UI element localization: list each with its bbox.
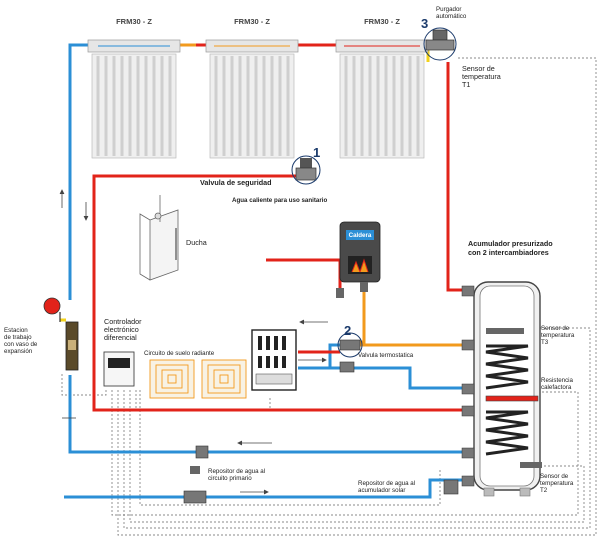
upper-coil xyxy=(485,344,529,390)
panel-label-1: FRM30 - Z xyxy=(116,17,152,26)
underfloor-heating-left xyxy=(149,359,195,399)
solar-panel-2 xyxy=(205,39,299,159)
caldera-label: Caldera xyxy=(349,232,372,239)
boiler-valve-left xyxy=(336,288,344,298)
marker-3: 3 xyxy=(421,16,428,31)
air-vent-valve xyxy=(423,27,457,61)
valvula-seguridad-label: Valvula de seguridad xyxy=(200,178,272,187)
circuito-suelo-label: Circuito de suelo radiante xyxy=(144,350,215,357)
panel-label-3: FRM30 - Z xyxy=(364,17,400,26)
marker-1: 1 xyxy=(313,145,320,160)
ducha-label: Ducha xyxy=(186,238,207,247)
safety-valve xyxy=(291,155,321,185)
thermostatic-valve xyxy=(337,332,363,373)
boiler-valve-right xyxy=(360,282,368,292)
shower-icon xyxy=(139,195,179,281)
control-wires xyxy=(61,57,597,536)
tank-ports xyxy=(461,285,475,487)
agua-caliente-label: Agua caliente para uso sanitario xyxy=(232,197,327,204)
lower-coil xyxy=(485,410,529,456)
valvula-termostatica-label: Valvula termostatica xyxy=(358,352,414,359)
solar-panel-3 xyxy=(335,39,429,159)
manifold-radiator xyxy=(251,329,297,391)
heating-resistor xyxy=(485,395,539,402)
panel-label-2: FRM30 - Z xyxy=(234,17,270,26)
electronic-controller xyxy=(103,351,135,387)
repositor-solar-valve xyxy=(183,479,459,504)
expansion-station xyxy=(43,297,79,371)
accumulator-tank xyxy=(473,281,542,497)
underfloor-heating-right xyxy=(201,359,247,399)
hot-pipes xyxy=(92,43,468,412)
boiler-caldera xyxy=(339,221,381,283)
marker-2: 2 xyxy=(344,323,351,338)
repositor-primario-valve xyxy=(190,445,209,474)
flow-arrows xyxy=(59,189,328,495)
solar-panel-1 xyxy=(87,39,181,159)
